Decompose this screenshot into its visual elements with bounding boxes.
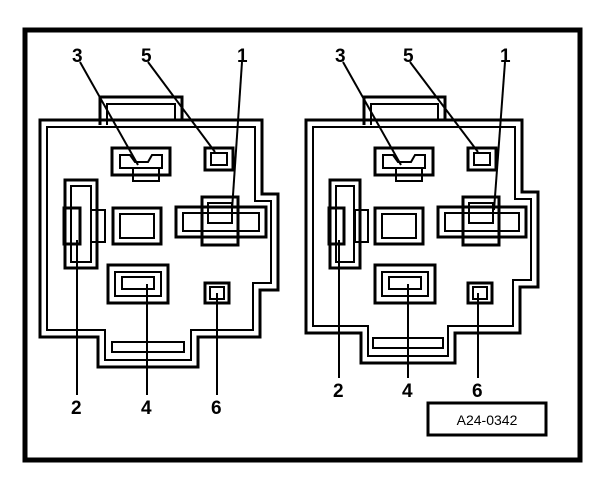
right-callout-6: 6 [472, 381, 483, 402]
right-callout-2: 2 [333, 381, 344, 402]
reference-code: A24-0342 [457, 412, 518, 428]
reference-code-box [426, 401, 548, 437]
right-callout-3: 3 [335, 46, 346, 67]
right-callout-4: 4 [402, 381, 413, 402]
left-callout-6: 6 [211, 398, 222, 419]
left-callout-5: 5 [141, 46, 152, 67]
right-callout-5: 5 [403, 46, 414, 67]
left-callout-2: 2 [71, 398, 82, 419]
left-callout-1: 1 [237, 46, 248, 67]
left-callout-3: 3 [72, 46, 83, 67]
left-callout-4: 4 [141, 398, 152, 419]
left-leader-lines [76, 61, 243, 395]
right-leader-lines [338, 61, 506, 378]
right-callout-1: 1 [500, 46, 511, 67]
